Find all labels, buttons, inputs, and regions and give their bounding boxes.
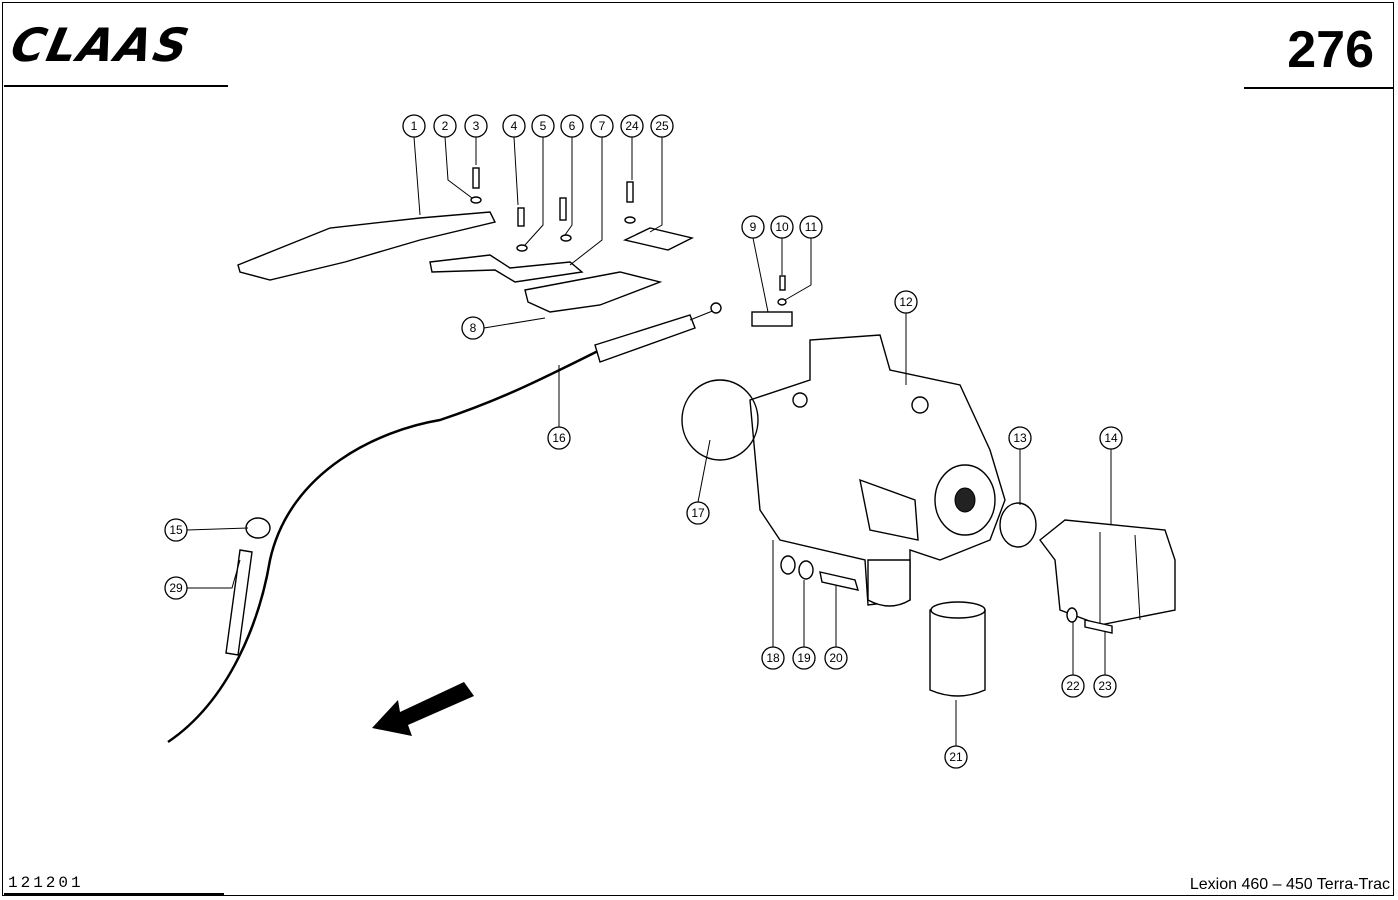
svg-text:22: 22 (1066, 679, 1080, 693)
svg-text:5: 5 (540, 119, 547, 133)
svg-text:13: 13 (1013, 431, 1027, 445)
callout-5: 5 (531, 114, 555, 138)
divider (1244, 87, 1394, 89)
callout-11: 11 (799, 215, 823, 239)
callout-15: 15 (164, 518, 188, 542)
strap-29 (225, 549, 253, 656)
page-number: 276 (1287, 21, 1374, 79)
washers-18-19 (780, 555, 860, 591)
svg-text:9: 9 (750, 220, 757, 234)
callout-17: 17 (686, 501, 710, 525)
svg-text:29: 29 (169, 581, 183, 595)
bracket-7 (429, 254, 584, 283)
svg-text:11: 11 (805, 220, 818, 234)
filter-21 (929, 601, 986, 697)
oring-13 (999, 502, 1037, 548)
callout-3: 3 (464, 114, 488, 138)
hydraulic-pump-12 (749, 334, 1006, 607)
svg-text:3: 3 (473, 119, 480, 133)
callout-16: 16 (547, 426, 571, 450)
svg-text:21: 21 (949, 750, 963, 764)
callout-23: 23 (1093, 674, 1117, 698)
callout-21: 21 (944, 745, 968, 769)
callout-20: 20 (824, 646, 848, 670)
svg-text:18: 18 (766, 651, 780, 665)
svg-text:15: 15 (169, 523, 183, 537)
svg-text:4: 4 (511, 119, 518, 133)
model-label: Lexion 460 – 450 Terra-Trac (1189, 876, 1390, 893)
callout-22: 22 (1061, 674, 1085, 698)
svg-text:12: 12 (899, 295, 913, 309)
callout-6: 6 (560, 114, 584, 138)
clamp-15 (245, 517, 271, 539)
svg-text:1: 1 (411, 119, 418, 133)
callout-1: 1 (402, 114, 426, 138)
callout-12: 12 (894, 290, 918, 314)
bracket-plate-1 (237, 211, 497, 281)
svg-text:7: 7 (599, 119, 606, 133)
callout-9: 9 (741, 215, 765, 239)
svg-text:8: 8 (470, 321, 477, 335)
svg-text:6: 6 (569, 119, 576, 133)
svg-text:24: 24 (625, 119, 639, 133)
svg-text:17: 17 (691, 506, 705, 520)
callout-25: 25 (650, 114, 674, 138)
leader-lines (186, 136, 1112, 746)
callout-19: 19 (792, 646, 816, 670)
svg-text:25: 25 (655, 119, 669, 133)
callout-13: 13 (1008, 426, 1032, 450)
bracket-8 (524, 227, 695, 313)
cable-16 (167, 302, 722, 744)
svg-text:10: 10 (775, 220, 789, 234)
callout-7: 7 (590, 114, 614, 138)
document-code: 121201 (8, 874, 84, 892)
callout-18: 18 (761, 646, 785, 670)
callout-29: 29 (164, 576, 188, 600)
svg-text:2: 2 (442, 119, 449, 133)
oring-17 (681, 379, 759, 461)
divider (4, 85, 228, 87)
callout-14: 14 (1099, 426, 1123, 450)
callout-4: 4 (502, 114, 526, 138)
washer-bolt-22-23 (1066, 607, 1113, 634)
svg-text:14: 14 (1104, 431, 1118, 445)
bolts (470, 167, 793, 327)
callout-2: 2 (433, 114, 457, 138)
gear-pump-14 (1039, 519, 1176, 626)
callout-24: 24 (620, 114, 644, 138)
svg-text:20: 20 (829, 651, 843, 665)
direction-arrow (372, 682, 474, 736)
svg-text:19: 19 (797, 651, 811, 665)
callout-8: 8 (461, 316, 485, 340)
divider (4, 893, 224, 895)
svg-text:23: 23 (1098, 679, 1112, 693)
svg-text:16: 16 (552, 431, 566, 445)
callout-10: 10 (770, 215, 794, 239)
